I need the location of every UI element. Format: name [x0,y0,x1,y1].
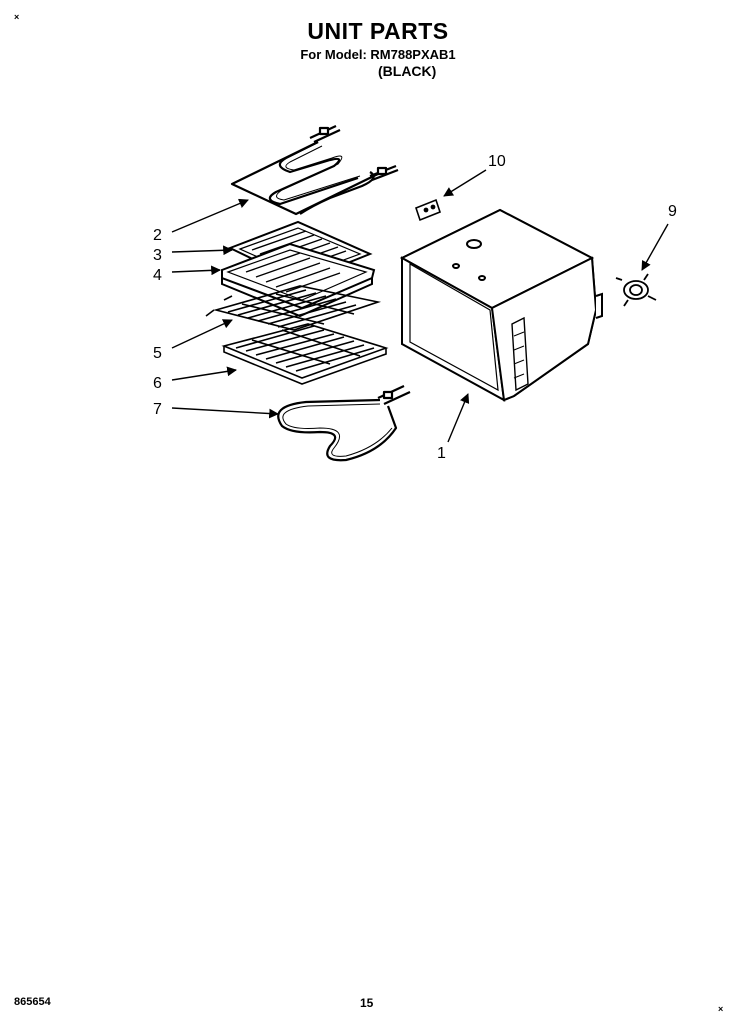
callout-5: 5 [153,345,162,362]
callout-1: 1 [437,445,446,462]
callout-3: 3 [153,247,162,264]
document-number: 865654 [14,996,51,1008]
page-number: 15 [360,996,374,1010]
bake-element [277,385,411,462]
model-color: (BLACK) [378,63,437,79]
callout-10: 10 [488,153,506,170]
corner-mark-top-left: × [14,12,20,22]
leader-line-6 [171,366,237,381]
leader-line-5 [171,319,233,349]
corner-mark-bottom-right: × [718,1004,724,1014]
model-line: For Model: RM788PXAB1 [300,47,456,62]
callout-2: 2 [153,227,162,244]
broil-element [230,125,399,216]
oven-cavity [399,208,603,402]
leader-line-7 [171,407,279,419]
leader-line-1 [447,393,470,443]
sensor-clip [615,273,657,307]
leader-line-2 [171,198,249,233]
leader-line-4 [171,265,221,276]
callout-4: 4 [153,267,162,284]
oven-rack-lower [221,323,389,385]
page-title: UNIT PARTS [307,18,449,44]
callout-6: 6 [153,375,162,392]
callout-7: 7 [153,401,162,418]
oven-rack-upper [205,285,382,331]
bracket-part [415,198,441,222]
broiler-pan [221,242,376,318]
leader-line-10 [443,169,487,197]
leader-line-9 [641,223,669,271]
callout-9: 9 [668,203,677,220]
leader-line-3 [171,245,233,256]
